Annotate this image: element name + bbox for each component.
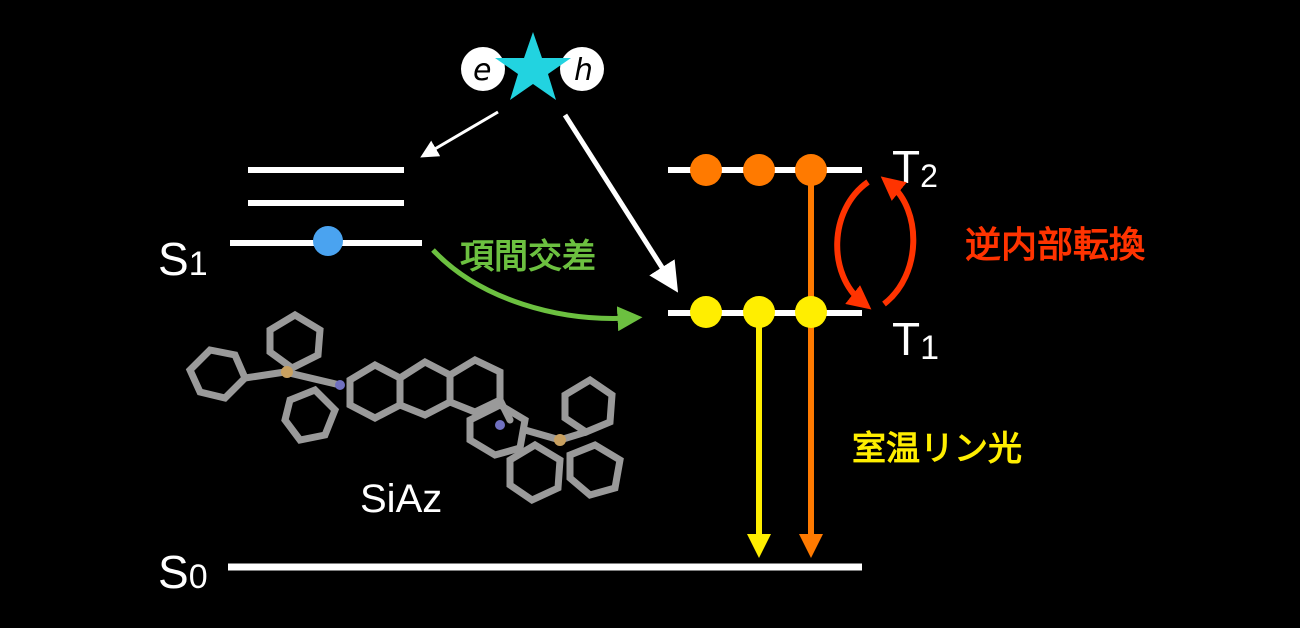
isc-label: 項間交差: [460, 237, 596, 277]
s0-label: S0: [158, 546, 208, 598]
phosphorescence-label: 室温リン光: [852, 429, 1022, 469]
t1-label: T1: [892, 313, 939, 367]
s1-exciton-dot: [313, 226, 343, 256]
rises-label: 逆内部転換: [965, 225, 1146, 266]
isc-arrow: [431, 248, 643, 332]
hole-label: h: [574, 53, 593, 88]
star-icon: [495, 32, 571, 100]
recombination-to-singlet-arrow: [420, 110, 499, 158]
electron-hole-pair: e h: [461, 32, 604, 100]
t2-exciton-dots: [690, 154, 827, 186]
siaz-molecule-model: [185, 310, 624, 505]
t1-exciton-dots: [690, 296, 827, 328]
rises-arrow-down: [834, 179, 872, 310]
electron-circle: [461, 47, 505, 91]
molecule-name-label: SiAz: [360, 477, 442, 521]
molecule-heteroatoms: [281, 366, 566, 446]
recombination-to-triplet-arrow: [562, 113, 679, 293]
s1-label: S1: [158, 233, 208, 285]
rises-arrow-up: [880, 176, 917, 307]
electron-label: e: [473, 53, 491, 88]
t2-label: T2: [892, 141, 938, 194]
